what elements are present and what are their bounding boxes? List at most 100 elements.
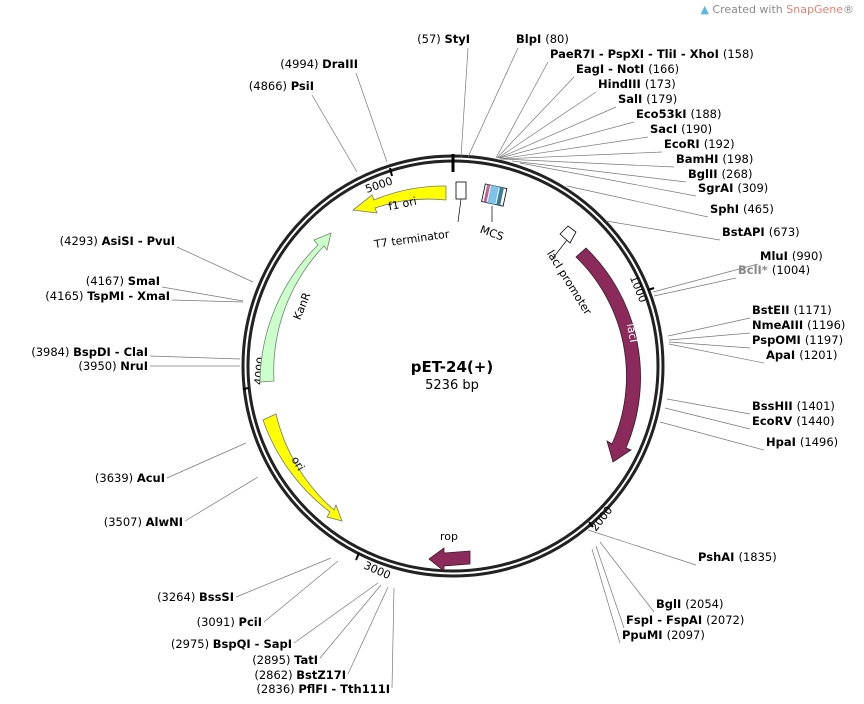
restriction-site-label[interactable]: (3639) AcuI — [95, 471, 165, 485]
restriction-site-label[interactable]: BstEII (1171) — [752, 303, 832, 317]
site-position: (1201) — [799, 348, 837, 362]
restriction-site-label[interactable]: FspI - FspAI (2072) — [626, 613, 744, 627]
site-position: (190) — [681, 122, 712, 136]
site-leader-line — [511, 160, 687, 183]
site-leader-line — [605, 220, 721, 241]
site-position: (2097) — [667, 628, 705, 642]
restriction-site-label[interactable]: EcoRV (1440) — [752, 414, 835, 428]
restriction-site-label[interactable]: HindIII (173) — [598, 77, 676, 91]
site-enzyme-name: SgrAI — [698, 181, 737, 195]
site-leader-line — [496, 76, 575, 159]
site-leader-line — [668, 343, 765, 364]
site-position: (3507) — [104, 515, 146, 529]
restriction-site-label[interactable]: MluI (990) — [760, 249, 823, 263]
feature-f1ori-arrow[interactable] — [352, 185, 447, 214]
restriction-site-label[interactable]: (3950) NruI — [78, 359, 148, 373]
restriction-site-label[interactable]: BclI* (1004) — [738, 263, 810, 277]
restriction-site-label[interactable]: ApaI (1201) — [766, 348, 837, 362]
feature-ori-arrow[interactable] — [262, 413, 343, 522]
restriction-site-label[interactable]: (57) StyI — [417, 32, 470, 46]
site-enzyme-name: StyI — [444, 32, 470, 46]
restriction-site-label[interactable]: BlpI (80) — [516, 32, 569, 46]
restriction-site-label[interactable]: BamHI (198) — [676, 152, 753, 166]
site-enzyme-name: TatI — [294, 653, 318, 667]
restriction-site-label[interactable]: PspOMI (1197) — [752, 333, 843, 347]
restriction-site-label[interactable]: (3091) PciI — [197, 615, 262, 629]
site-leader-line — [311, 94, 358, 173]
site-enzyme-name: BglI — [656, 597, 685, 611]
restriction-site-label[interactable]: SalI (179) — [618, 92, 677, 106]
restriction-site-label[interactable]: (4994) DraIII — [280, 57, 358, 71]
site-label-group: (57) StyI BlpI (80)PaeR7I - PspXI - TliI … — [31, 32, 845, 696]
feature-laci-arrow[interactable] — [575, 247, 641, 463]
site-enzyme-name: BssHII — [752, 399, 797, 413]
site-leader-line — [161, 286, 244, 302]
plasmid-size: 5236 bp — [425, 378, 479, 393]
site-position: (309) — [737, 181, 768, 195]
tick-mark-5000 — [389, 167, 393, 177]
watermark-prefix: Created with — [712, 3, 787, 16]
site-leader-line — [235, 557, 332, 598]
watermark-suffix: ® — [843, 3, 854, 16]
site-enzyme-name: AsiSI - PvuI — [102, 234, 175, 248]
site-leader-line — [497, 91, 597, 159]
site-leader-line — [166, 442, 247, 479]
restriction-site-label[interactable]: BstAPI (673) — [722, 225, 800, 239]
restriction-site-label[interactable]: (2895) TatI — [252, 653, 318, 667]
site-enzyme-name: PflFI - Tth111I — [298, 682, 390, 696]
site-position: (1171) — [794, 303, 832, 317]
restriction-site-label[interactable]: PshAI (1835) — [698, 550, 777, 564]
site-position: (2862) — [254, 668, 296, 682]
restriction-site-label[interactable]: NmeAIII (1196) — [752, 318, 845, 332]
feature-mcs-block[interactable] — [481, 183, 508, 207]
feature-rop-arrow[interactable] — [428, 547, 471, 572]
feature-mcs-label: MCS — [478, 223, 505, 243]
restriction-site-label[interactable]: (4293) AsiSI - PvuI — [60, 234, 175, 248]
restriction-site-label[interactable]: BglI (2054) — [656, 597, 723, 611]
restriction-site-label[interactable]: (4866) PsiI — [249, 79, 314, 93]
restriction-site-label[interactable]: (2975) BspQI - SapI — [171, 637, 292, 651]
site-enzyme-name: BstZ17I — [296, 668, 346, 682]
restriction-site-label[interactable]: PpuMI (2097) — [622, 628, 705, 642]
feature-laci-promoter-arrow[interactable] — [559, 225, 577, 244]
site-position: (1835) — [738, 550, 776, 564]
site-enzyme-name: ApaI — [766, 348, 799, 362]
restriction-site-label[interactable]: (3264) BssSI — [157, 590, 234, 604]
restriction-site-label[interactable]: (4165) TspMI - XmaI — [45, 289, 170, 303]
restriction-site-label[interactable]: (2836) PflFI - Tth111I — [256, 682, 390, 696]
site-position: (3639) — [95, 471, 137, 485]
restriction-site-label[interactable]: BssHII (1401) — [752, 399, 835, 413]
restriction-site-label[interactable]: BglII (268) — [688, 167, 752, 181]
site-leader-line — [664, 407, 751, 430]
restriction-site-label[interactable]: (3984) BspDI - ClaI — [31, 345, 148, 359]
restriction-site-label[interactable]: (2862) BstZ17I — [254, 668, 346, 682]
restriction-site-label[interactable]: PaeR7I - PspXI - TliI - XhoI (158) — [550, 47, 754, 61]
site-enzyme-name: BlpI — [516, 32, 545, 46]
site-position: (2836) — [256, 682, 298, 696]
site-leader-line — [587, 529, 697, 566]
site-position: (57) — [417, 32, 444, 46]
site-enzyme-name: BspDI - ClaI — [73, 345, 148, 359]
site-leader-line — [467, 47, 519, 158]
site-enzyme-name: BstEII — [752, 303, 794, 317]
site-enzyme-name: EagI - NotI — [576, 62, 648, 76]
tick-mark-1000 — [647, 287, 655, 291]
watermark-brand: SnapGene — [786, 3, 843, 16]
plasmid-name: pET-24(+) — [411, 358, 493, 376]
site-position: (2054) — [685, 597, 723, 611]
restriction-site-label[interactable]: EcoRI (192) — [664, 137, 735, 151]
restriction-site-label[interactable]: SphI (465) — [710, 202, 774, 216]
site-position: (3091) — [197, 615, 239, 629]
restriction-site-label[interactable]: SgrAI (309) — [698, 181, 768, 195]
restriction-site-label[interactable]: HpaI (1496) — [766, 435, 838, 449]
site-position: (1004) — [772, 263, 810, 277]
restriction-site-label[interactable]: SacI (190) — [650, 122, 712, 136]
restriction-site-label[interactable]: Eco53kI (188) — [636, 107, 721, 121]
feature-t7-terminator-leader — [457, 198, 462, 223]
tick-label-3000: 3000 — [362, 559, 393, 582]
restriction-site-label[interactable]: EagI - NotI (166) — [576, 62, 679, 76]
feature-kanr-arrow[interactable] — [259, 232, 332, 383]
restriction-site-label[interactable]: (3507) AlwNI — [104, 515, 183, 529]
feature-t7-terminator-box[interactable] — [455, 181, 467, 200]
restriction-site-label[interactable]: (4167) SmaI — [86, 274, 160, 288]
